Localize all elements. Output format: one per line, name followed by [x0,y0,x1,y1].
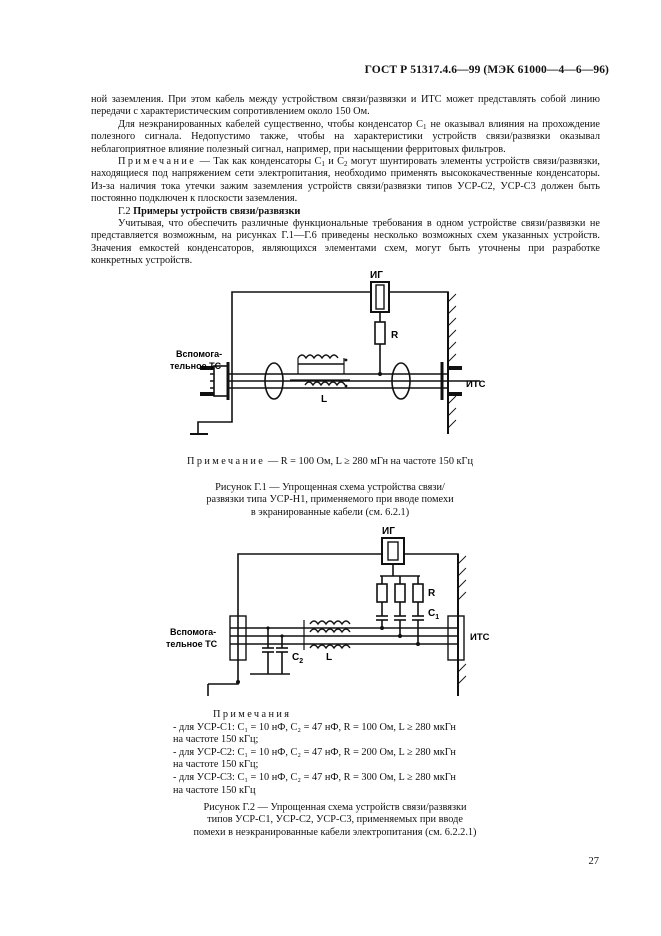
fig2-c2-label: C2 [292,652,303,665]
figure-2-note-line: - для УСР-С3: C₁ = 10 нФ, C₂ = 47 нФ, R … [173,771,456,783]
figure-1-schematic: ИГ R L Вспомога- тельное ТС ИТС [170,270,486,435]
fig2-r-label: R [428,588,436,599]
fig1-r-label: R [391,330,399,341]
figure-2-caption: Рисунок Г.2 — Упрощенная схема устройств… [193,802,477,838]
figure-2-note-line: на частоте 150 кГц; [173,734,259,746]
figure-2-note-line: на частоте 150 кГц; [173,759,259,771]
fig2-its-label: ИТС [470,632,490,643]
paragraph-continuation: ной заземления. При этом кабель между ус… [91,94,600,118]
fig1-its-label: ИТС [466,379,486,390]
fig2-ig-label: ИГ [382,526,395,537]
fig1-aux-label-1: Вспомога- [176,349,222,359]
body-text: ной заземления. При этом кабель между ус… [91,94,600,268]
fig1-ig-label: ИГ [370,270,383,281]
page-number: 27 [588,856,600,867]
figure-2-schematic: ИГ R C1 C2 L Вспомога- тельное ТС ИТС [166,526,490,696]
figure-1-note: Примечание — R = 100 Ом, L ≥ 280 мГн на … [186,456,474,467]
figure-1-caption: Рисунок Г.1 — Упрощенная схема устройств… [206,482,454,518]
fig2-aux-label-1: Вспомога- [170,627,216,637]
note-capacitors: Примечание — Так как конденсаторы C1 и C… [91,156,600,205]
note-label: Примечание [118,156,197,168]
paragraph-unshielded: Для неэкранированных кабелей существенно… [91,118,600,155]
fig2-aux-label-2: тельное ТС [166,639,218,649]
figure-2-note-line: - для УСР-С2: C₁ = 10 нФ, C₂ = 47 нФ, R … [173,746,456,758]
fig1-l-label: L [321,394,327,405]
figure-2-note-line: на частоте 150 кГц [173,784,256,796]
figure-2-note-line: - для УСР-С1: C₁ = 10 нФ, C₂ = 47 нФ, R … [173,721,456,733]
fig2-c1-label: C1 [428,608,439,621]
fig2-l-label: L [326,652,332,663]
figure-2-notes-title: Примечания [213,709,292,720]
section-heading: Г.2 Примеры устройств связи/развязки [118,205,301,217]
paragraph-examples: Учитывая, что обеспечить различные функц… [91,218,600,267]
figure-2-notes: Примечания - для УСР-С1: C₁ = 10 нФ, C₂ … [173,709,513,797]
document-header: ГОСТ Р 51317.4.6—99 (МЭК 61000—4—6—96) [364,64,609,76]
fig1-aux-label-2: тельное ТС [170,361,222,371]
